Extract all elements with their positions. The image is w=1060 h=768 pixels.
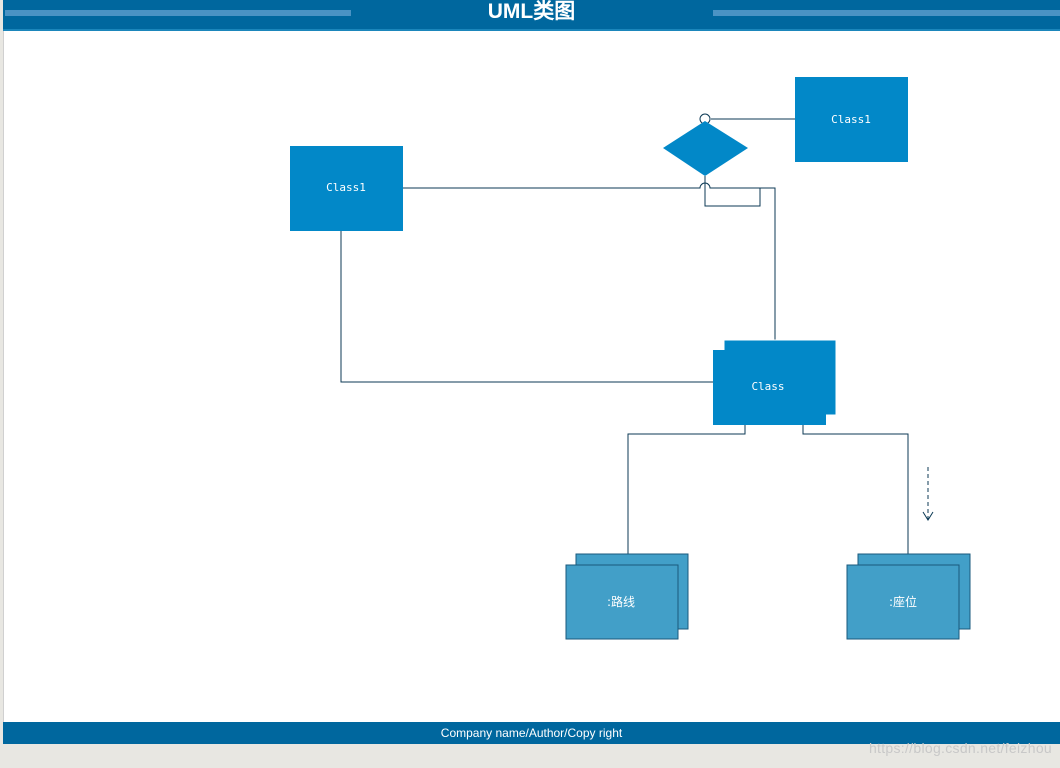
class-box-top-right bbox=[795, 77, 908, 162]
class-multi-front bbox=[713, 350, 826, 425]
object-route-label: :路线 bbox=[607, 594, 635, 609]
association-line-class1-diamond bbox=[403, 182, 776, 340]
link-class-seat bbox=[802, 425, 909, 555]
association-loop bbox=[704, 176, 761, 207]
header-stripe-left bbox=[5, 10, 351, 16]
dashed-arrow-icon bbox=[922, 467, 934, 521]
footer-text[interactable]: Company name/Author/Copy right bbox=[440, 726, 623, 740]
watermark: https://blog.csdn.net/feizhou bbox=[868, 740, 1052, 756]
class-box-top-right-label: Class1 bbox=[831, 113, 871, 126]
class-box-left-label: Class1 bbox=[326, 181, 366, 194]
header-stripe-right bbox=[713, 10, 1060, 16]
footer-bar: Company name/Author/Copy right bbox=[3, 722, 1060, 744]
header-bar: UML类图 bbox=[3, 0, 1060, 31]
class-multi-label: Class bbox=[751, 380, 784, 393]
object-route-front bbox=[565, 564, 679, 640]
object-seat-front bbox=[846, 564, 960, 640]
link-class-route bbox=[627, 425, 746, 555]
class-box-left bbox=[290, 146, 403, 231]
association-diamond bbox=[663, 121, 748, 176]
page-title[interactable]: UML类图 bbox=[487, 0, 576, 23]
object-seat-label: :座位 bbox=[889, 594, 917, 609]
association-line-class1-class bbox=[340, 231, 714, 383]
